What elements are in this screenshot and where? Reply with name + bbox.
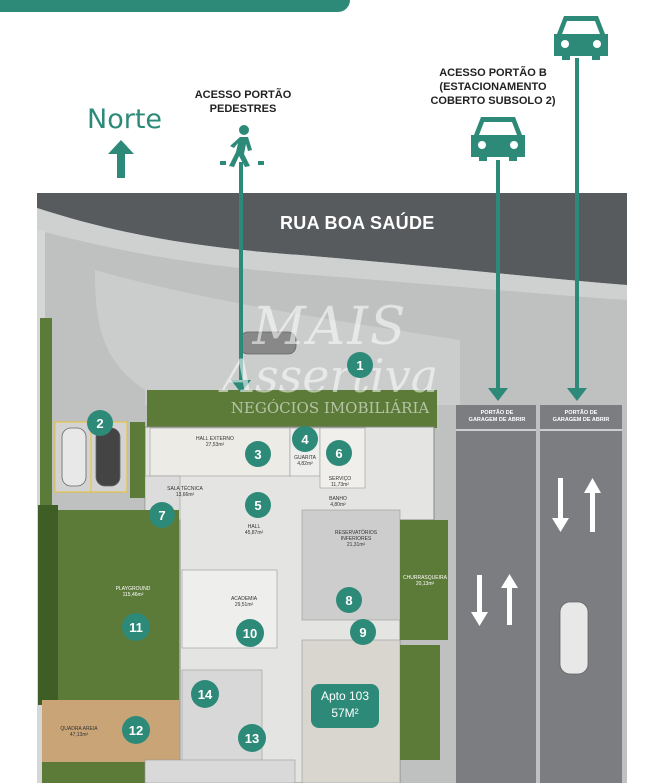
top-accent-bar	[0, 0, 350, 12]
street-name: RUA BOA SAÚDE	[280, 213, 435, 233]
area-badge-10: 10	[236, 619, 264, 647]
pedestrian-icon	[220, 125, 264, 167]
room-quadra-areia: QUADRA AREIA 47,13m²	[60, 726, 98, 738]
watermark-line1: MAIS	[252, 297, 408, 357]
pedestrian-entrance-label: ACESSO PORTÃO PEDESTRES	[194, 89, 292, 115]
watermark-line2: Assertiva	[221, 349, 439, 403]
apartment-callout: Apto 103 57M²	[311, 684, 379, 728]
ramp-left-arrows	[471, 574, 518, 626]
gate-b-path-arrow	[488, 160, 508, 401]
car-topview	[61, 331, 589, 675]
ramp-left	[456, 405, 536, 783]
area-badge-13: 13	[238, 724, 266, 752]
apartment-area: 57M²	[331, 706, 359, 720]
car-icon	[471, 117, 525, 161]
gate-a-path-arrow	[567, 58, 587, 401]
area-badge-11: 11	[122, 613, 150, 641]
apartment-name: Apto 103	[320, 689, 370, 703]
area-badge-7: 7	[149, 502, 175, 528]
area-badge-9: 9	[350, 619, 376, 645]
area-badge-4: 4	[292, 426, 318, 452]
area-badge-6: 6	[326, 440, 352, 466]
area-badge-14: 14	[191, 680, 219, 708]
gate-right-label: PORTÃO DE GARAGEM DE ABRIR	[552, 410, 610, 423]
watermark-line3: NEGÓCIOS IMOBILIÁRIA	[230, 399, 430, 417]
room-banho: BANHO 4,80m²	[329, 496, 347, 508]
room-playground: PLAYGROUND 115,46m²	[115, 586, 151, 598]
room-sala-tecnica: SALA TÉCNICA 13,66m²	[167, 486, 203, 498]
area-badge-8: 8	[336, 587, 362, 613]
room-guarita: GUARITA 4,82m²	[294, 455, 316, 467]
area-badge-5: 5	[245, 492, 271, 518]
ramp-right	[540, 405, 622, 783]
playground-area	[42, 510, 179, 700]
area-badge-3: 3	[245, 441, 271, 467]
gate-left-label: PORTÃO DE GARAGEM DE ABRIR	[468, 410, 526, 423]
room-reservatorios: RESERVATÓRIOS INFERIORES 21,31m²	[334, 530, 378, 548]
room-servico: SERVIÇO 11,73m²	[328, 476, 352, 488]
room-hall: HALL 45,87m²	[244, 524, 264, 536]
grass-strip	[147, 390, 437, 428]
pedestrian-path-arrow	[231, 162, 251, 393]
area-badge-1: 1	[347, 352, 373, 378]
street-area	[37, 193, 627, 285]
north-arrow-icon	[108, 140, 134, 178]
area-badge-12: 12	[122, 716, 150, 744]
compass-label: Norte	[87, 104, 163, 135]
gate-b-entrance-label: ACESSO PORTÃO B (ESTACIONAMENTO COBERTO …	[430, 67, 556, 107]
room-academia: ACADEMIA 29,51m²	[230, 596, 258, 608]
area-badge-2: 2	[87, 410, 113, 436]
sand-court-area	[42, 700, 179, 762]
car-icon-top	[554, 16, 608, 60]
room-churrasqueira: CHURRASQUEIRA 20,13m²	[403, 575, 447, 587]
ramp-right-arrows	[552, 478, 601, 532]
room-hall-externo: HALL EXTERNO 27,53m²	[196, 436, 234, 448]
watermark: MAIS Assertiva NEGÓCIOS IMOBILIÁRIA	[190, 300, 470, 418]
